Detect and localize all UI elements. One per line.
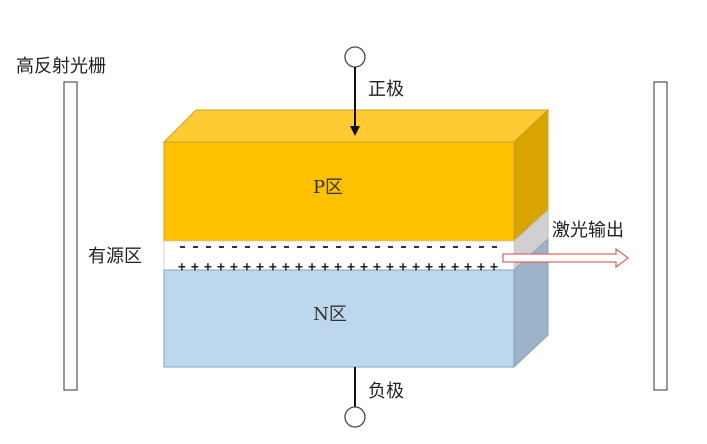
p-region-label: P区 <box>313 177 343 198</box>
negative-terminal-icon <box>344 406 366 428</box>
right-grating <box>653 81 668 391</box>
arrow-down-icon <box>350 126 360 136</box>
grating-label: 高反射光栅 <box>16 56 106 77</box>
n-region-label: N区 <box>313 304 347 325</box>
p-region <box>163 141 515 242</box>
positive-terminal-icon <box>344 46 366 68</box>
negative-electrode-label: 负极 <box>368 381 404 402</box>
n-region <box>163 269 515 368</box>
active-region <box>163 240 515 271</box>
laser-output-arrow-icon <box>502 247 630 269</box>
laser-output-label: 激光输出 <box>552 220 624 241</box>
positive-electrode-label: 正极 <box>368 79 404 100</box>
left-grating <box>63 81 78 391</box>
active-region-label: 有源区 <box>88 246 142 267</box>
positive-charges: +++++++++++++++++++++++++ <box>178 260 498 275</box>
